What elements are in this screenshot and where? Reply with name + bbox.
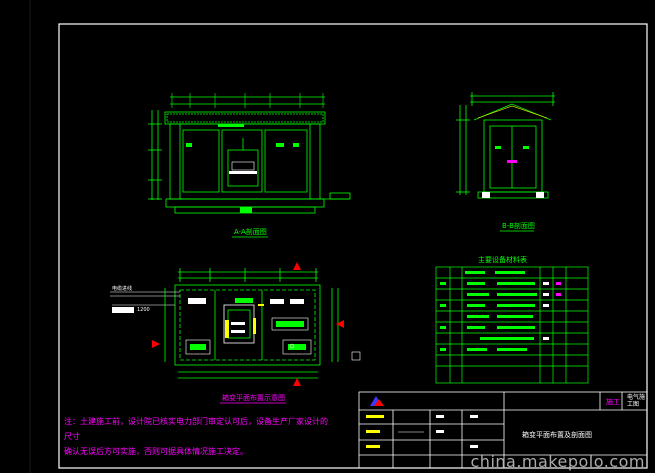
- plan-tag-left: 1200: [137, 307, 150, 313]
- drawing-title: 箱变平面布置及剖面图: [522, 430, 592, 439]
- company-logo: [370, 396, 384, 406]
- cable-note: 电缆进线: [112, 286, 133, 292]
- front-elevation-caption: A-A剖面图: [234, 227, 267, 236]
- plan-side-box: [351, 351, 361, 361]
- drawing-code: 电气施 工图: [627, 394, 646, 408]
- side-elevation: [456, 92, 555, 199]
- title-block-marks: [366, 415, 478, 448]
- equipment-table-caption: 主要设备材料表: [478, 255, 527, 264]
- plan-view: [110, 268, 339, 379]
- front-elevation: [148, 93, 351, 214]
- plan-caption: 箱变平面布置示意图: [222, 393, 285, 402]
- watermark-text: china.makepolo.com: [470, 452, 645, 471]
- equipment-table-entries: [440, 271, 561, 351]
- plan-section-markers: [152, 262, 344, 386]
- plan-equipment: [185, 298, 312, 355]
- title-block: [358, 391, 648, 469]
- side-elevation-details: [482, 146, 544, 198]
- front-elevation-hatch: [186, 124, 299, 213]
- equipment-table: [435, 266, 589, 384]
- side-elevation-caption: B-B剖面图: [502, 221, 535, 230]
- sheet-border: [58, 23, 648, 469]
- stage-label: 施工: [606, 397, 620, 406]
- cable-tag: [112, 307, 134, 313]
- construction-note: 注：土建施工前，设计院已核实电力部门审定认可后，设备生产厂家设计的尺寸 确认无误…: [64, 417, 328, 456]
